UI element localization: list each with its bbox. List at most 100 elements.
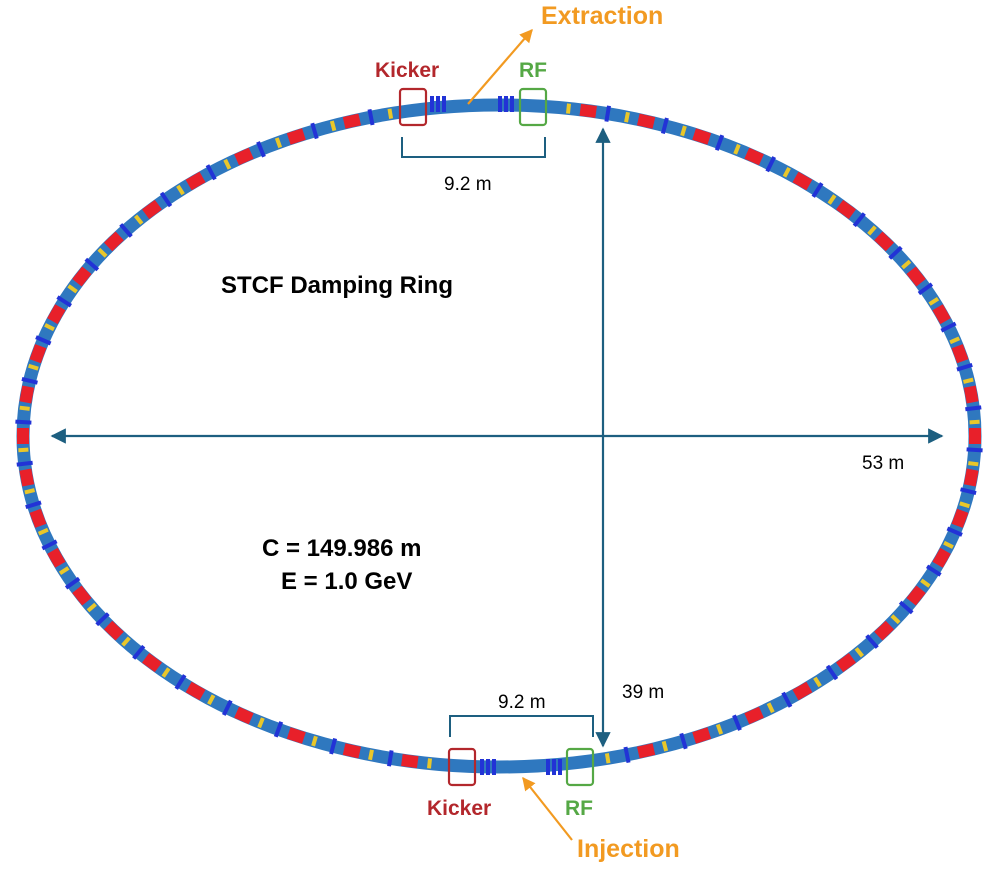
bottom-straight-section (447, 715, 595, 841)
bottom-rf-label: RF (565, 797, 593, 820)
top-kicker-box (398, 87, 428, 127)
quadrupole-magnet (174, 674, 187, 690)
top-length-bracket (401, 137, 546, 158)
quadrupole-magnet (623, 746, 631, 764)
dipole-magnet (29, 344, 47, 364)
dipole-magnet (969, 428, 981, 444)
sextupole-magnet (18, 447, 29, 453)
bottom-length-label: 9.2 m (498, 692, 546, 713)
quadrupole-magnet (486, 759, 490, 775)
extraction-label: Extraction (541, 2, 663, 30)
quadrupole-magnet (159, 191, 173, 208)
dipole-magnet (932, 304, 951, 325)
dipole-magnet (744, 147, 764, 166)
quadrupole-magnet (852, 212, 866, 228)
quadrupole-magnet (329, 737, 338, 755)
quadrupole-magnet (604, 105, 611, 122)
sextupole-magnet (97, 247, 108, 258)
sextupole-magnet (207, 694, 216, 706)
dipole-magnet (836, 199, 856, 219)
dipole-magnet (72, 585, 92, 606)
dipole-magnet (906, 585, 926, 606)
dipole-magnet (963, 468, 979, 487)
quadrupole-magnet (660, 117, 669, 135)
sextupole-magnet (67, 284, 78, 294)
quadrupole-magnet (367, 108, 375, 126)
quadrupole-magnet (781, 691, 793, 708)
sextupole-magnet (44, 323, 55, 332)
dipole-magnet (874, 620, 895, 641)
dipole-magnet (744, 706, 764, 725)
sextupole-magnet (901, 259, 912, 270)
dipole-magnet (932, 547, 951, 568)
dipole-magnet (792, 171, 813, 191)
dipole-magnet (342, 743, 362, 759)
diagram-title: STCF Damping Ring (221, 272, 453, 299)
sextupole-magnet (782, 166, 791, 178)
quadrupole-magnet (256, 141, 266, 158)
quadrupole-magnet (222, 699, 233, 716)
sextupole-magnet (928, 297, 940, 306)
top-length-label: 9.2 m (444, 174, 492, 195)
quadrupole-magnet (132, 644, 146, 660)
quadrupole-magnet (16, 460, 33, 467)
sextupole-magnet (274, 137, 283, 149)
dipole-magnet (963, 385, 979, 404)
sextupole-magnet (959, 501, 970, 509)
sextupole-magnet (969, 419, 980, 425)
bottom-kicker-box (447, 747, 477, 787)
quadrupole-magnet (504, 96, 508, 112)
dipole-magnet (103, 620, 124, 641)
quadrupole-magnet (966, 447, 983, 453)
sextupole-magnet (368, 749, 374, 761)
sextupole-magnet (387, 108, 394, 119)
injection-arrow (522, 776, 573, 841)
dipole-magnet (401, 754, 419, 769)
dipole-magnet (72, 266, 92, 287)
sextupole-magnet (766, 702, 775, 714)
quadrupole-magnet (480, 759, 484, 775)
bottom-rf-box (565, 747, 595, 787)
quadrupole-magnet (95, 612, 110, 627)
energy-label: E = 1.0 GeV (281, 568, 412, 595)
dipole-magnet (874, 231, 895, 252)
sextupole-magnet (565, 103, 572, 114)
sextupole-magnet (604, 753, 611, 764)
dipole-magnet (29, 508, 47, 528)
dipole-magnet (951, 508, 969, 528)
sextupole-magnet (311, 735, 318, 747)
dipole-magnet (19, 468, 35, 487)
dipole-magnet (47, 304, 66, 325)
quadrupole-magnet (546, 759, 550, 775)
dipole-magnet (636, 743, 656, 759)
quadrupole-magnet (925, 564, 942, 577)
sextupole-magnet (58, 566, 70, 575)
sextupole-magnet (715, 723, 724, 735)
sextupole-magnet (176, 184, 185, 196)
quadrupole-magnet (41, 539, 58, 551)
sextupole-magnet (890, 614, 901, 625)
quadrupole-magnet (442, 96, 446, 112)
dipole-magnet (47, 547, 66, 568)
extraction-arrow (467, 29, 533, 105)
quadrupole-magnet (888, 245, 903, 260)
quadrupole-magnet (436, 96, 440, 112)
dipole-magnet (17, 428, 29, 444)
quadrupole-magnet (25, 500, 42, 510)
sextupole-magnet (854, 647, 864, 658)
quadrupole-magnet (679, 732, 688, 750)
sextupole-magnet (813, 676, 822, 688)
sextupole-magnet (943, 540, 954, 549)
bottom-length-bracket (449, 715, 594, 737)
sextupole-magnet (257, 717, 265, 729)
sextupole-magnet (161, 667, 171, 678)
quadrupole-magnet (35, 335, 52, 346)
quadrupole-magnet (811, 182, 824, 198)
sextupole-magnet (968, 461, 979, 467)
sextupole-magnet (19, 405, 30, 411)
quadrupole-magnet (965, 405, 982, 412)
dipole-magnet (906, 266, 926, 287)
sextupole-magnet (949, 336, 961, 345)
